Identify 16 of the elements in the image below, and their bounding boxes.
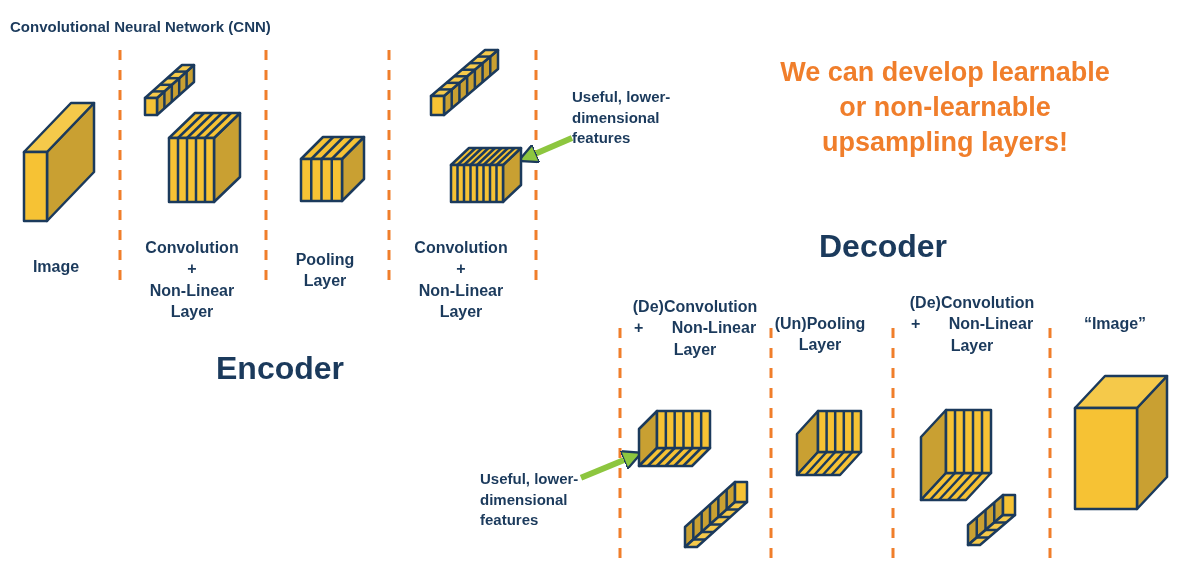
feature-map-drawing: [449, 146, 522, 204]
feature-map-drawing: [638, 410, 712, 468]
callout-text: Useful, lower-dimensional features: [572, 87, 672, 149]
diagram-title: Convolutional Neural Network (CNN): [10, 17, 271, 37]
layer-label: Pooling Layer: [294, 250, 356, 292]
layer-label: (De)Convolution + Non-Linear Layer: [631, 297, 759, 360]
layer-label: “Image”: [1082, 314, 1148, 334]
section-heading: Encoder: [215, 349, 345, 388]
callout-text: Useful, lower-dimensional features: [480, 469, 580, 531]
layer-label: Convolution + Non-Linear Layer: [413, 238, 509, 322]
section-heading: Decoder: [817, 227, 948, 266]
layer-label: Convolution + Non-Linear Layer: [144, 238, 240, 322]
note-text: We can develop learnable or non-learnable upsampling layers!: [779, 56, 1111, 160]
layer-label: (Un)Pooling Layer: [773, 314, 867, 356]
layer-label: Image: [31, 257, 81, 277]
layer-label: (De)Convolution + Non-Linear Layer: [908, 293, 1036, 356]
